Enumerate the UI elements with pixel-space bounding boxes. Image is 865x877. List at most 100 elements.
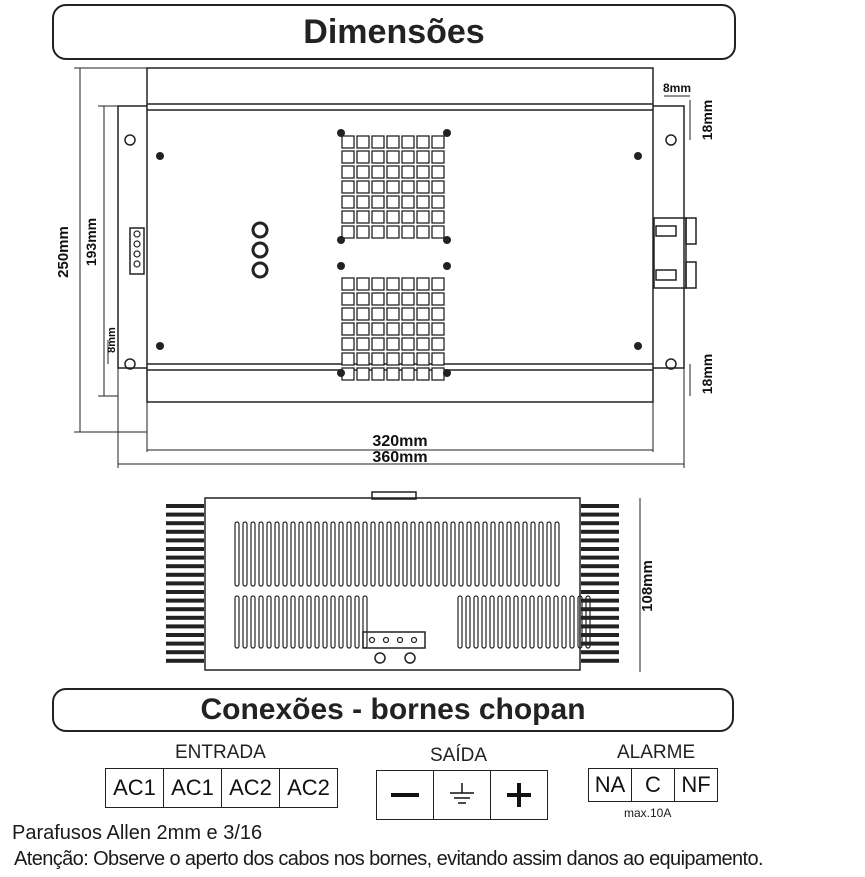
vent-hole — [431, 322, 445, 336]
vent-hole — [341, 307, 355, 321]
vent-hole — [341, 150, 355, 164]
vent-hole — [401, 367, 415, 381]
slot — [314, 521, 320, 587]
slot — [338, 595, 344, 649]
alarm-na: NA — [589, 769, 632, 801]
vent-hole — [431, 150, 445, 164]
vent-hole — [386, 352, 400, 366]
vent-hole — [401, 195, 415, 209]
vent-hole — [341, 277, 355, 291]
vent-hole — [401, 337, 415, 351]
screw — [337, 262, 345, 270]
slot — [362, 595, 368, 649]
fin — [581, 581, 619, 586]
slot — [546, 521, 552, 587]
vent-hole — [341, 322, 355, 336]
vent-hole — [341, 337, 355, 351]
vent-hole — [356, 322, 370, 336]
input-label: ENTRADA — [175, 742, 266, 763]
vent-hole — [416, 337, 430, 351]
vent-hole — [371, 165, 385, 179]
alarm-max-current: max.10A — [624, 806, 672, 820]
vent-hole — [431, 180, 445, 194]
slot — [242, 521, 248, 587]
slot — [457, 595, 463, 649]
slot — [242, 595, 248, 649]
dim-18-top: 18mm — [699, 100, 715, 140]
vent-hole — [386, 307, 400, 321]
vent-hole — [416, 277, 430, 291]
pin — [133, 250, 141, 258]
dim-320: 320mm — [372, 433, 427, 450]
vent-hole — [401, 322, 415, 336]
slot — [322, 595, 328, 649]
vent-hole — [356, 292, 370, 306]
screw — [156, 342, 164, 350]
slot — [250, 521, 256, 587]
vent-hole — [401, 150, 415, 164]
vent-hole — [431, 195, 445, 209]
slot — [290, 595, 296, 649]
dim-8-top: 8mm — [663, 81, 691, 95]
vent-hole — [416, 150, 430, 164]
pin — [133, 240, 141, 248]
vent-hole — [356, 225, 370, 239]
vent-hole — [356, 277, 370, 291]
vent-hole — [341, 165, 355, 179]
vent-hole — [416, 135, 430, 149]
vent-hole — [431, 165, 445, 179]
vent-hole — [431, 135, 445, 149]
vent-hole — [356, 352, 370, 366]
fin — [581, 633, 619, 637]
fin — [166, 598, 204, 603]
vent-hole — [341, 210, 355, 224]
screw — [443, 262, 451, 270]
slot — [474, 521, 480, 587]
vent-hole — [371, 210, 385, 224]
fin — [166, 581, 204, 586]
slot — [569, 595, 575, 649]
vent-hole — [416, 180, 430, 194]
dim-250: 250mm — [55, 226, 72, 278]
slot — [434, 521, 440, 587]
vent-hole — [356, 367, 370, 381]
vent-hole — [341, 352, 355, 366]
slot — [497, 595, 503, 649]
screw — [156, 152, 164, 160]
slot — [314, 595, 320, 649]
vent-hole — [431, 367, 445, 381]
slot — [274, 521, 280, 587]
vent-hole — [401, 210, 415, 224]
slot — [585, 595, 591, 649]
vent-hole — [431, 225, 445, 239]
connections-title: Conexões - bornes chopan — [52, 688, 734, 732]
heatsink-fins — [166, 504, 619, 663]
ground-icon — [434, 771, 491, 819]
slot — [482, 521, 488, 587]
fin — [581, 564, 619, 569]
slot — [473, 595, 479, 649]
slot — [418, 521, 424, 587]
screw — [443, 129, 451, 137]
vent-hole — [386, 150, 400, 164]
slot — [410, 521, 416, 587]
slot — [402, 521, 408, 587]
vent-hole — [356, 210, 370, 224]
screw — [634, 152, 642, 160]
slot — [346, 521, 352, 587]
vent-hole — [431, 277, 445, 291]
screw — [443, 236, 451, 244]
slot — [282, 595, 288, 649]
screw — [634, 342, 642, 350]
screw — [337, 369, 345, 377]
fin — [166, 504, 204, 508]
vent-hole — [386, 292, 400, 306]
slot — [465, 595, 471, 649]
vent-hole — [356, 195, 370, 209]
input-ac2-b: AC2 — [287, 775, 330, 800]
vent-hole — [401, 292, 415, 306]
vent-hole — [371, 322, 385, 336]
vent-hole — [401, 352, 415, 366]
slot — [266, 595, 272, 649]
slot — [378, 521, 384, 587]
